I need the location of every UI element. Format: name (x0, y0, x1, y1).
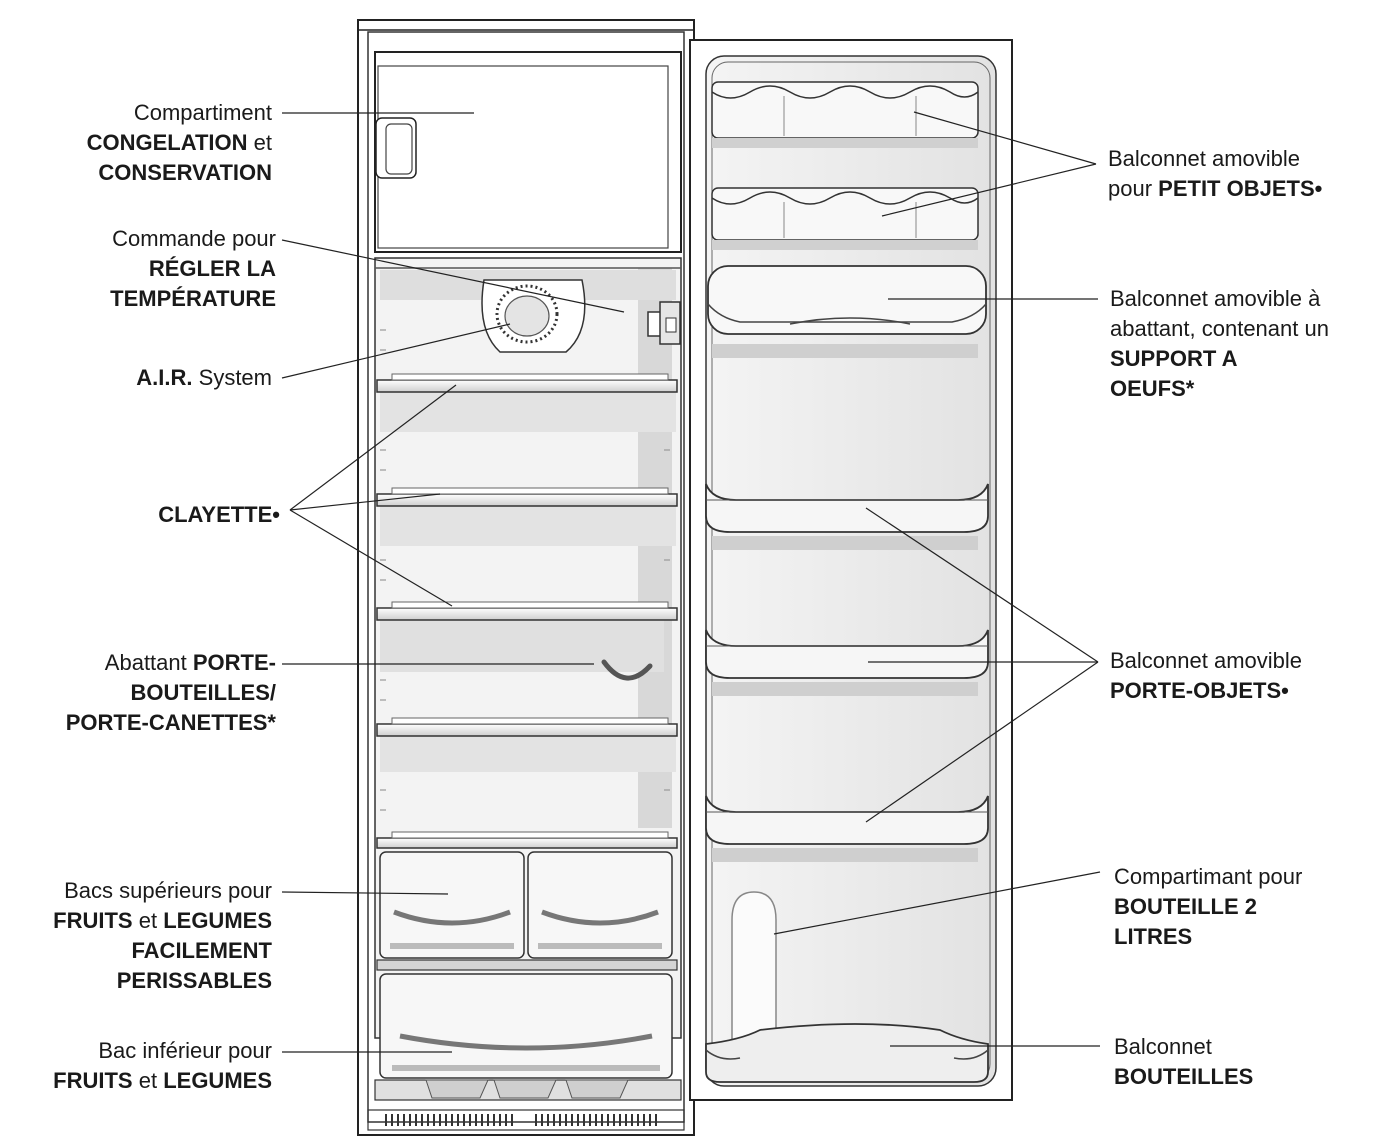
small-items-balcony (712, 82, 978, 148)
fridge-cabinet (358, 20, 694, 1135)
label-run: Abattant (105, 650, 193, 675)
label-line: BOUTEILLES (1114, 1062, 1253, 1092)
label-line: CONSERVATION (87, 158, 272, 188)
freezer-compartment (375, 52, 681, 252)
label-run: Balconnet amovible à (1110, 286, 1320, 311)
glass-shelf (377, 832, 677, 848)
label-run: A.I.R. (136, 365, 192, 390)
label-run: Balconnet (1114, 1034, 1212, 1059)
label-line: SUPPORT A (1110, 344, 1329, 374)
label-run: CONGELATION (87, 130, 248, 155)
fridge-door (690, 40, 1012, 1100)
label-run: BOUTEILLE 2 (1114, 894, 1257, 919)
label-line: CONGELATION et (87, 128, 272, 158)
label-line: A.I.R. System (136, 363, 272, 393)
label-line: Balconnet (1114, 1032, 1253, 1062)
label-line: Balconnet amovible (1108, 144, 1322, 174)
label-run: FRUITS (53, 908, 132, 933)
label-run: Bacs supérieurs pour (64, 878, 272, 903)
label-run: Compartimant pour (1114, 864, 1302, 889)
label-line: LITRES (1114, 922, 1302, 952)
label-line: OEUFS* (1110, 374, 1329, 404)
label-line: FRUITS et LEGUMES (53, 1066, 272, 1096)
label-run: FACILEMENT (131, 938, 272, 963)
label-run: et (248, 130, 272, 155)
bottle-2l-compartment (732, 892, 776, 1046)
label-run: BOUTEILLES/ (131, 680, 276, 705)
label-run: PORTE-OBJETS• (1110, 678, 1289, 703)
label-line: abattant, contenant un (1110, 314, 1329, 344)
label-line: Bac inférieur pour (53, 1036, 272, 1066)
label-line: PORTE-CANETTES* (66, 708, 276, 738)
label-run: TEMPÉRATURE (110, 286, 276, 311)
label-line: CLAYETTE• (158, 500, 280, 530)
label-run: abattant, contenant un (1110, 316, 1329, 341)
label-line: Bacs supérieurs pour (53, 876, 272, 906)
label-run: CLAYETTE (158, 502, 272, 527)
label-line: FACILEMENT (53, 936, 272, 966)
label-run: BOUTEILLES (1114, 1064, 1253, 1089)
label-run: Commande pour (112, 226, 276, 251)
label-line: Compartimant pour (1114, 862, 1302, 892)
label-line: BOUTEILLE 2 (1114, 892, 1302, 922)
label-run: PORTE- (193, 650, 276, 675)
label-run: SUPPORT A (1110, 346, 1238, 371)
label-line: Balconnet amovible à (1110, 284, 1329, 314)
label-run: PETIT OBJETS• (1158, 176, 1322, 201)
lower-crisper (380, 974, 672, 1078)
label-air-system: A.I.R. System (136, 363, 272, 393)
label-line: RÉGLER LA (110, 254, 276, 284)
label-line: Balconnet amovible (1110, 646, 1302, 676)
label-run: CONSERVATION (98, 160, 272, 185)
upper-crisper-left (380, 852, 524, 958)
label-small-items-balcony: Balconnet amovible pour PETIT OBJETS• (1108, 144, 1322, 204)
label-run: Bac inférieur pour (98, 1038, 272, 1063)
label-line: Commande pour (110, 224, 276, 254)
label-run: OEUFS* (1110, 376, 1194, 401)
label-run: RÉGLER LA (149, 256, 276, 281)
label-run: PERISSABLES (117, 968, 272, 993)
small-items-balcony (712, 188, 978, 250)
label-line: FRUITS et LEGUMES (53, 906, 272, 936)
label-run: pour (1108, 176, 1158, 201)
fridge-interior (375, 258, 681, 1100)
label-line: TEMPÉRATURE (110, 284, 276, 314)
label-line: PERISSABLES (53, 966, 272, 996)
label-run: et (133, 908, 164, 933)
label-run: Balconnet amovible (1110, 648, 1302, 673)
label-bottle-holder: Abattant PORTE-BOUTEILLES/PORTE-CANETTES… (66, 648, 276, 738)
label-run: et (133, 1068, 164, 1093)
glass-shelf (377, 488, 677, 546)
label-run: Balconnet amovible (1108, 146, 1300, 171)
thermostat-control (482, 280, 585, 352)
label-line: PORTE-OBJETS• (1110, 676, 1302, 706)
glass-shelf (377, 602, 677, 672)
label-run: System (193, 365, 272, 390)
upper-crisper-right (528, 852, 672, 958)
label-egg-balcony: Balconnet amovible à abattant, contenant … (1110, 284, 1329, 404)
glass-shelf (377, 374, 677, 432)
label-run: Compartiment (134, 100, 272, 125)
glass-shelf (377, 718, 677, 772)
label-run: LITRES (1114, 924, 1192, 949)
egg-balcony (708, 266, 986, 358)
label-line: Compartiment (87, 98, 272, 128)
label-clayette: CLAYETTE• (158, 500, 280, 530)
label-line: Abattant PORTE- (66, 648, 276, 678)
label-run: • (272, 502, 280, 527)
label-run: PORTE-CANETTES* (66, 710, 276, 735)
label-run: LEGUMES (163, 1068, 272, 1093)
label-line: BOUTEILLES/ (66, 678, 276, 708)
label-line: pour PETIT OBJETS• (1108, 174, 1322, 204)
label-run: LEGUMES (163, 908, 272, 933)
label-run: FRUITS (53, 1068, 132, 1093)
